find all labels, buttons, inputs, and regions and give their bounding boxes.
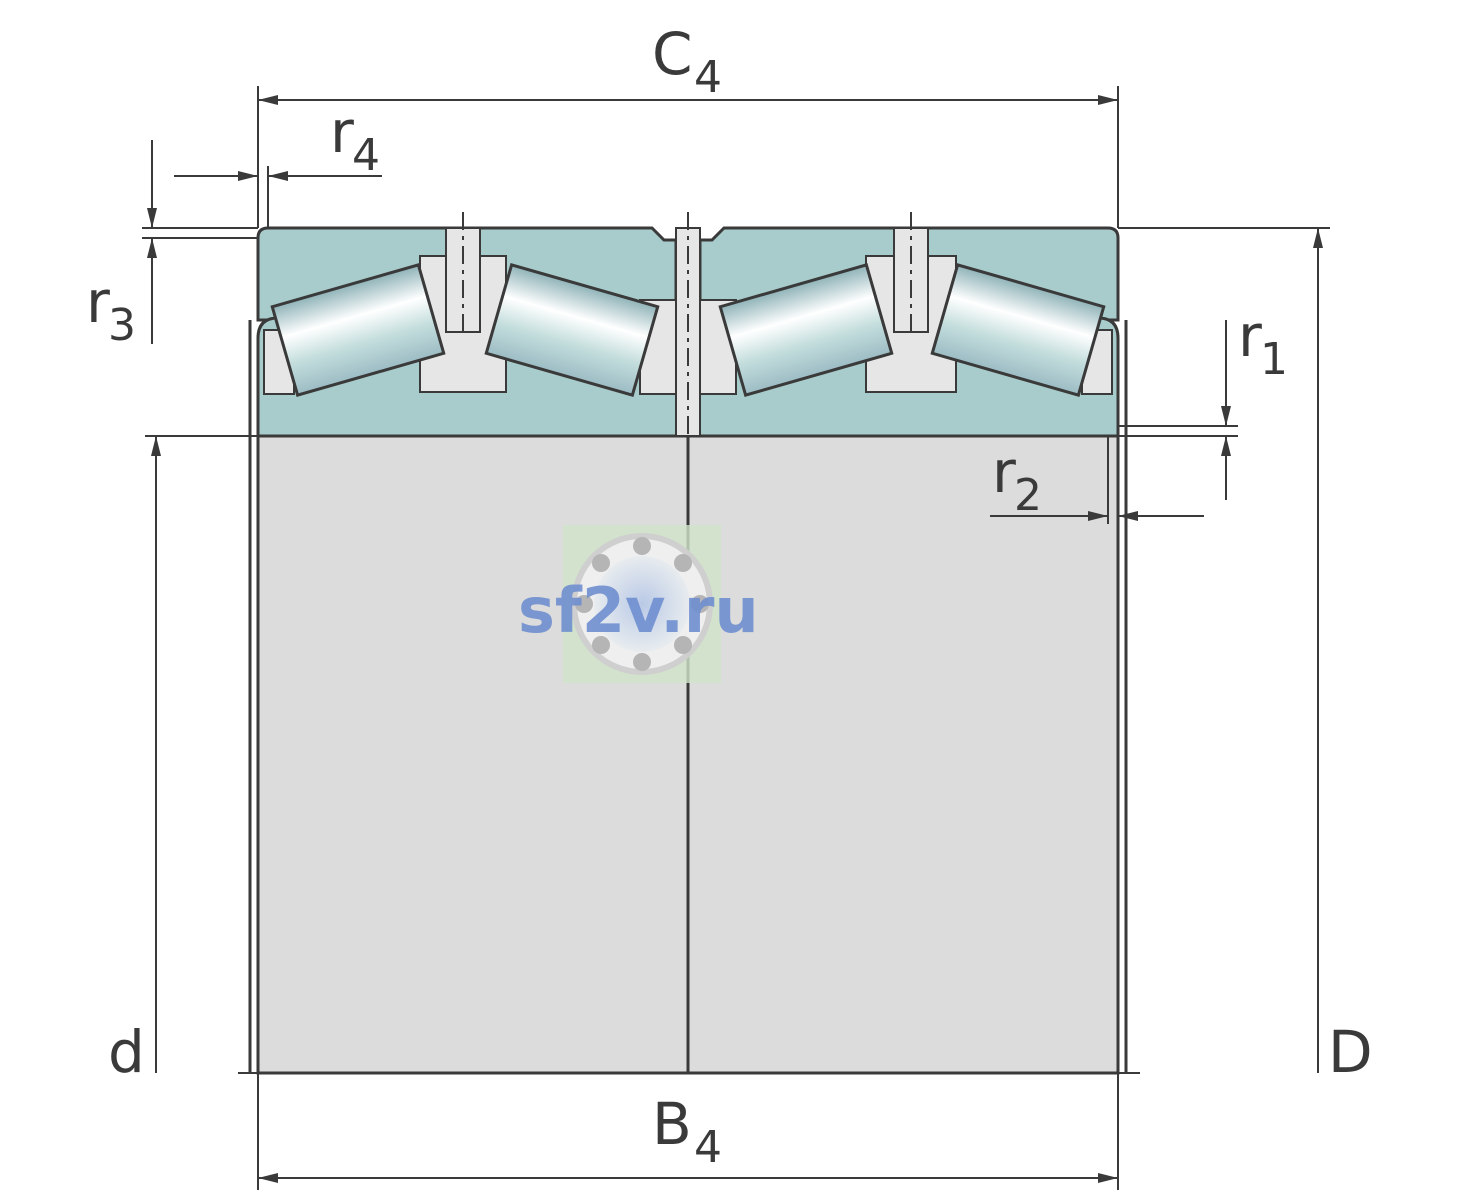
label-r1-sub: 1 (1260, 334, 1288, 385)
label-C4: C (652, 20, 693, 88)
label-B4-sub: 4 (694, 1122, 722, 1173)
label-r3-sub: 3 (108, 300, 136, 351)
watermark-text: sf2v.ru (518, 574, 759, 647)
roller-1 (270, 262, 446, 398)
label-r4: r (330, 98, 354, 166)
bore-right-half (686, 434, 1120, 1075)
roller-3 (718, 262, 894, 398)
label-r2: r (992, 438, 1016, 506)
roller-4 (930, 262, 1106, 398)
label-D: D (1328, 1018, 1373, 1086)
roller-2 (484, 262, 660, 398)
label-C4-sub: 4 (694, 52, 722, 103)
label-B4: B (652, 1090, 692, 1158)
label-r3: r (86, 268, 110, 336)
label-r1: r (1238, 302, 1262, 370)
bearing-logo-icon (571, 533, 713, 675)
label-r4-sub: 4 (352, 130, 380, 181)
label-r2-sub: 2 (1014, 470, 1042, 521)
watermark: sf2v.ru (518, 525, 759, 683)
label-d: d (108, 1018, 145, 1086)
